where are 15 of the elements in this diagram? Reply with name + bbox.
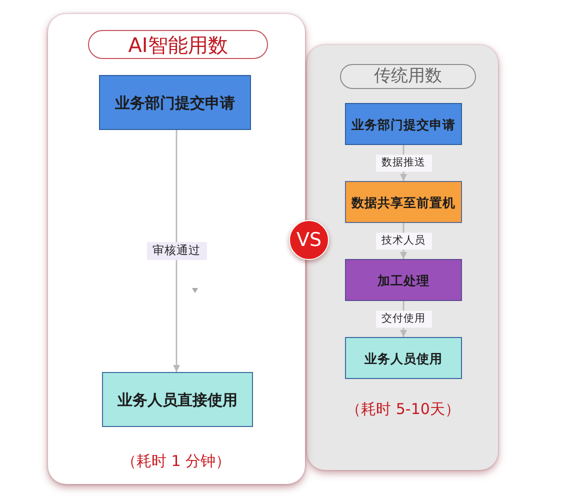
title-pill: 传统用数 xyxy=(340,64,476,89)
edge-label: 技术人员 xyxy=(376,232,432,250)
edge-label: 数据推送 xyxy=(376,154,432,172)
duration-note: （耗时 5-10天） xyxy=(346,400,460,418)
arrow xyxy=(173,130,180,372)
process-box: 数据共享至前置机 xyxy=(345,181,462,223)
process-box: 业务部门提交申请 xyxy=(345,103,462,145)
edge-label: 审核通过 xyxy=(146,242,206,260)
process-box: 业务人员直接使用 xyxy=(102,372,253,427)
process-box: 业务部门提交申请 xyxy=(99,75,251,130)
process-box: 业务人员使用 xyxy=(345,337,462,379)
title-pill: AI智能用数 xyxy=(88,30,268,59)
duration-note: （耗时 1 分钟） xyxy=(121,452,231,470)
process-box: 加工处理 xyxy=(345,259,462,301)
edge-label: 交付使用 xyxy=(376,310,432,328)
